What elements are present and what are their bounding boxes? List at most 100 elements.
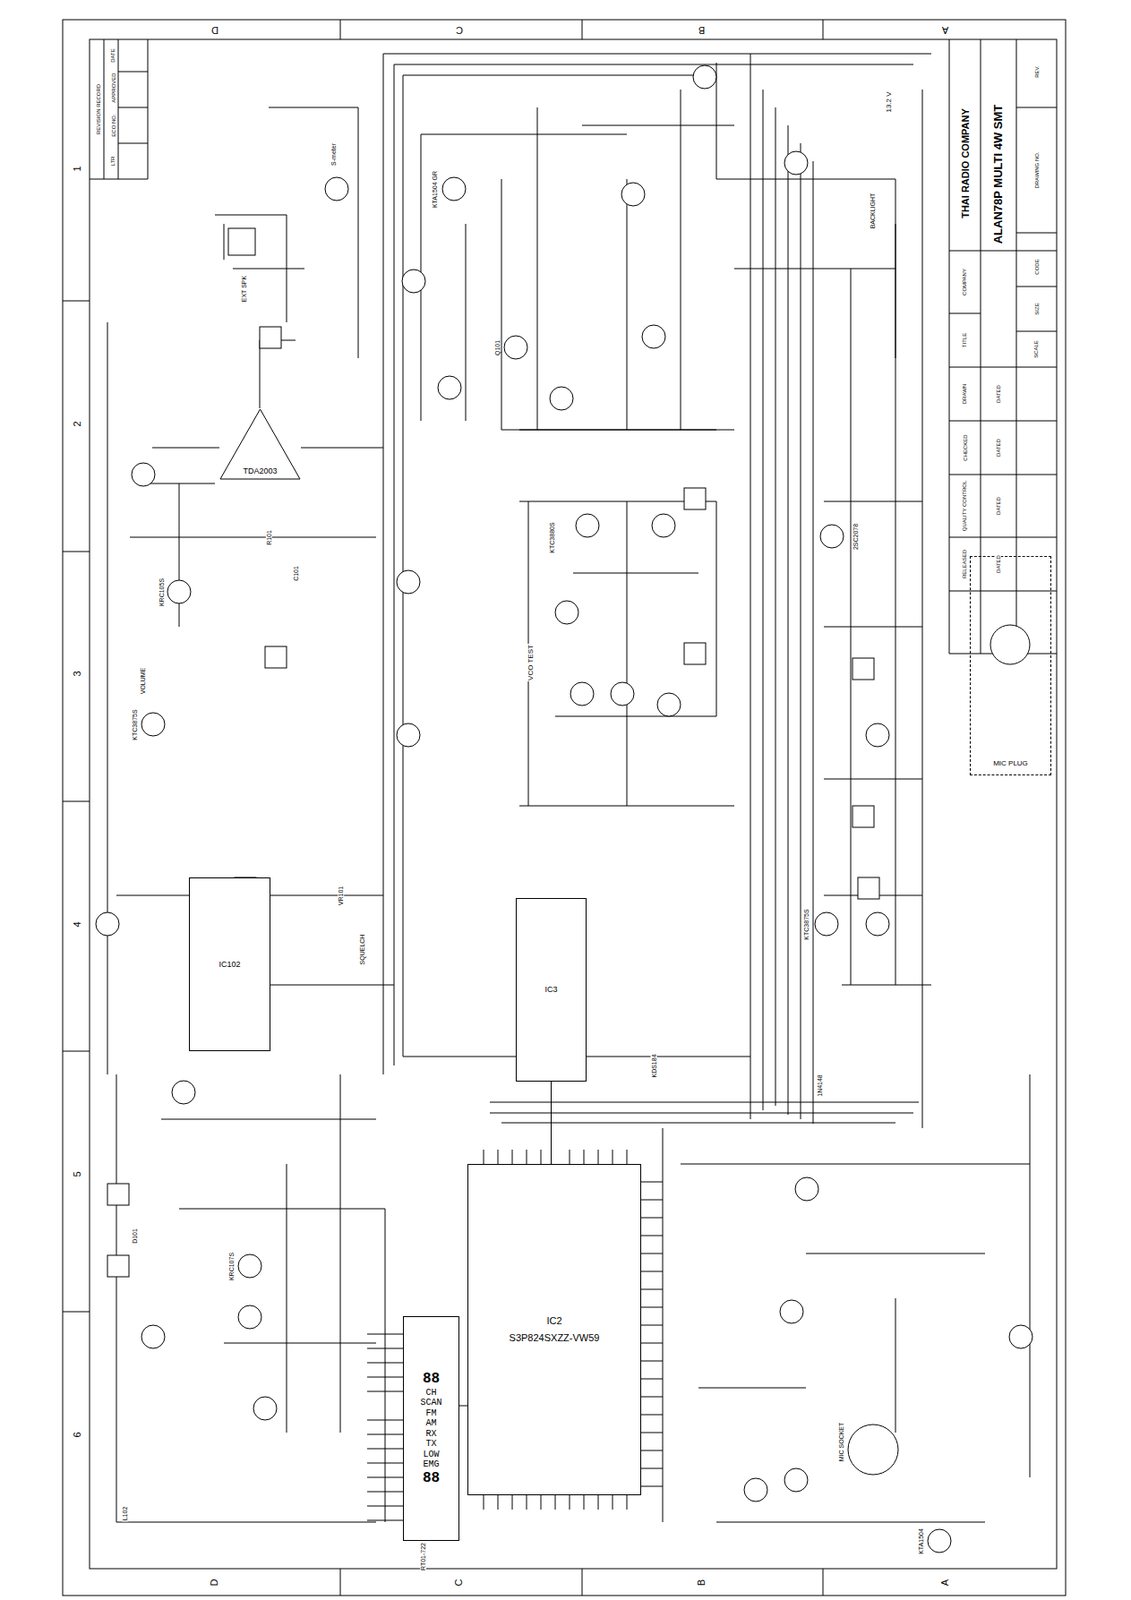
- title-block-field: RELEASED: [961, 548, 968, 580]
- transistor-symbol: [657, 693, 681, 717]
- speaker-symbol: [228, 228, 256, 256]
- transistor-symbol: [865, 723, 890, 747]
- zone-marker: 1: [72, 164, 83, 172]
- component-label: S-meter: [329, 142, 336, 167]
- transistor-symbol: [927, 1529, 952, 1553]
- title-block-field: DATED: [995, 437, 1002, 458]
- transistor-symbol: [820, 524, 844, 549]
- lcd-segment-text: CH: [425, 1388, 437, 1399]
- part-name: IC2: [546, 1315, 562, 1328]
- transistor-symbol: [141, 712, 165, 737]
- transistor-symbol: [784, 151, 808, 175]
- component-label: C101: [291, 565, 299, 583]
- wires: [107, 53, 1030, 1523]
- component-label: 2SC2078: [852, 522, 859, 550]
- company-name: THAI RADIO COMPANY: [959, 107, 970, 220]
- title-block-field: REV.: [1033, 64, 1039, 78]
- lcd-segment-text: LOW: [422, 1449, 439, 1461]
- lcd-display: 88CHSCANFMAMRXTXLOWEMG88: [402, 1316, 460, 1542]
- transistor-symbol: [549, 386, 574, 411]
- coil-symbol: [265, 646, 287, 669]
- component-label: KTA1504 GR: [431, 169, 438, 208]
- wire: [420, 62, 896, 430]
- component-label: D101: [130, 1227, 138, 1245]
- ic-chip: IC3: [515, 898, 587, 1082]
- component-label: 13.2 V: [884, 90, 892, 113]
- signal-wire: [459, 1405, 468, 1407]
- title-block-field: DATED: [995, 496, 1002, 516]
- transistor-symbol: [238, 1254, 262, 1278]
- ic-chip: IC102: [188, 877, 271, 1052]
- transistor-symbol: [396, 723, 420, 747]
- component-label: BACKLIGHT: [869, 191, 876, 230]
- wire: [107, 322, 395, 1075]
- transistor-symbol: [651, 514, 676, 538]
- title-block-field: DRAWING NO.: [1033, 150, 1039, 189]
- zone-marker: C: [454, 1577, 464, 1587]
- zone-marker: 2: [72, 419, 83, 428]
- transistor-symbol: [570, 682, 594, 706]
- wire-bus: [402, 1056, 919, 1123]
- transistor-symbol: [141, 1325, 165, 1349]
- mic-plug-symbol: [990, 625, 1030, 665]
- coil-symbol: [684, 488, 706, 510]
- title-block-field: DATED: [995, 384, 1002, 404]
- coil-symbol: [852, 805, 874, 828]
- mic-socket-symbol: [848, 1424, 899, 1475]
- transistor-symbol: [253, 1396, 277, 1421]
- part-name: IC102: [218, 959, 240, 969]
- ic-pins: [641, 1182, 663, 1487]
- zone-marker: A: [941, 25, 950, 35]
- title-block-field: ECO NO.: [110, 112, 116, 138]
- title-block-field: DRAWN: [961, 383, 968, 405]
- transistor-symbol: [402, 269, 426, 293]
- transistor-symbol: [171, 1080, 196, 1105]
- zone-marker: B: [696, 1577, 707, 1586]
- zone-marker: 5: [72, 1170, 83, 1178]
- transistor-symbol: [1009, 1325, 1033, 1349]
- amplifier-triangle: TDA2003: [219, 408, 301, 480]
- wire: [823, 89, 932, 1129]
- transistors: [95, 65, 1033, 1553]
- title-block-field: TITLE: [961, 332, 968, 349]
- lcd-segment-text: AM: [425, 1418, 437, 1430]
- title-block-field: LTR: [110, 155, 116, 168]
- transistor-symbol: [693, 65, 717, 89]
- transistor-symbol: [621, 182, 645, 206]
- coil-symbol: [259, 326, 282, 349]
- zone-marker: A: [940, 1577, 951, 1586]
- transistor-symbol: [642, 325, 666, 349]
- transistor-symbol: [814, 912, 839, 936]
- ic-chip: IC2S3P824SXZZ-VW59: [467, 1164, 642, 1496]
- zone-ticks: [62, 19, 823, 1596]
- title-block-field: CHECKED: [961, 433, 968, 462]
- revision-heading: REVISION RECORD: [95, 83, 102, 136]
- component-label: KTC3875S: [803, 908, 810, 941]
- title-block-field: APPROVED: [110, 71, 116, 103]
- component-label: RT01-722: [419, 1541, 427, 1571]
- component-label: KTC3880S: [548, 521, 556, 554]
- lcd-segment-text: TX: [425, 1439, 437, 1450]
- component-label: R101: [265, 529, 272, 547]
- coil-symbol: [857, 877, 880, 900]
- component-label: KTA1504: [916, 1527, 924, 1556]
- component-label: SQUELCH: [359, 933, 366, 966]
- coil-symbol: [107, 1255, 129, 1277]
- component-label: L102: [121, 1505, 129, 1522]
- zone-marker: C: [454, 25, 464, 35]
- title-block: [949, 39, 1057, 654]
- part-name: IC3: [544, 985, 557, 994]
- component-label: Q101: [494, 338, 501, 356]
- component-label: MIC SOCKET: [838, 1421, 845, 1463]
- lcd-segment-text: RX: [425, 1429, 437, 1440]
- zone-marker: D: [209, 1577, 220, 1587]
- wire-bus: [750, 53, 814, 1124]
- outer-border: [62, 19, 1066, 1596]
- title-block-field: DATE: [110, 47, 116, 64]
- transistor-symbol: [95, 912, 120, 936]
- drawing-title: ALAN78P MULTI 4W SMT: [992, 102, 1004, 245]
- component-label: KRC105S: [158, 576, 165, 607]
- transistor-symbol: [238, 1305, 262, 1329]
- transistor-symbol: [325, 177, 349, 201]
